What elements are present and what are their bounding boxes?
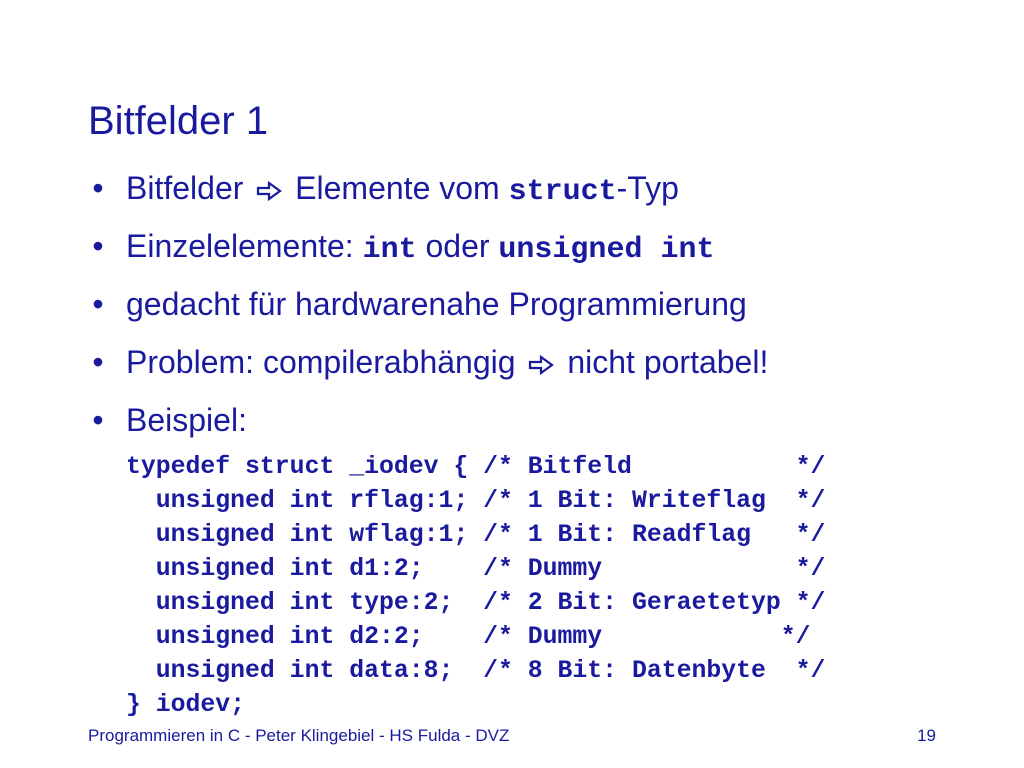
- code-line: typedef struct _iodev { /* Bitfeld */: [126, 453, 826, 481]
- outline-right-arrow-icon: [529, 354, 555, 375]
- bullet-text: nicht portabel!: [567, 344, 769, 380]
- bullet-text: Bitfelder: [126, 170, 244, 206]
- outline-right-arrow-icon: [257, 180, 283, 201]
- code-line: } iodev;: [126, 691, 246, 719]
- bullet-text: Problem: compilerabhängig: [126, 344, 516, 380]
- bullet-text: gedacht für hardwarenahe Programmierung: [126, 286, 747, 322]
- bullet-dot-icon: •: [92, 286, 104, 322]
- slide-title: Bitfelder 1: [88, 99, 269, 143]
- inline-code: unsigned int: [498, 233, 715, 267]
- bullet-dot-icon: •: [92, 344, 104, 380]
- code-line: unsigned int wflag:1; /* 1 Bit: Readflag…: [126, 521, 826, 549]
- bullet-item-hardwarenah: • gedacht für hardwarenahe Programmierun…: [88, 284, 988, 342]
- bullet-text: Beispiel:: [126, 402, 247, 438]
- bullet-item-bitfelder: • Bitfelder Elemente vom struct-Typ: [88, 168, 988, 226]
- bullet-item-beispiel: • Beispiel:: [88, 400, 988, 458]
- code-block: typedef struct _iodev { /* Bitfeld */ un…: [126, 450, 825, 722]
- page-number: 19: [917, 726, 936, 745]
- code-line: unsigned int d2:2; /* Dummy */: [126, 623, 811, 651]
- bullet-item-problem: • Problem: compilerabhängig nicht portab…: [88, 342, 988, 400]
- bullet-dot-icon: •: [92, 402, 104, 438]
- bullet-text: Einzelelemente:: [126, 228, 363, 264]
- inline-code: int: [362, 233, 417, 267]
- bullet-text: Elemente vom: [295, 170, 500, 206]
- bullet-text: oder: [416, 228, 499, 264]
- bullet-text: -Typ: [616, 170, 679, 206]
- bullet-list: • Bitfelder Elemente vom struct-Typ • Ei…: [88, 168, 988, 458]
- bullet-dot-icon: •: [92, 228, 104, 264]
- code-line: unsigned int rflag:1; /* 1 Bit: Writefla…: [126, 487, 826, 515]
- bullet-dot-icon: •: [92, 170, 104, 206]
- code-line: unsigned int data:8; /* 8 Bit: Datenbyte…: [126, 657, 826, 685]
- code-line: unsigned int d1:2; /* Dummy */: [126, 555, 826, 583]
- inline-code: struct: [508, 175, 617, 209]
- bullet-item-einzelelemente: • Einzelelemente: int oder unsigned int: [88, 226, 988, 284]
- footer-course-info: Programmieren in C - Peter Klingebiel - …: [88, 726, 510, 745]
- code-line: unsigned int type:2; /* 2 Bit: Geraetety…: [126, 589, 826, 617]
